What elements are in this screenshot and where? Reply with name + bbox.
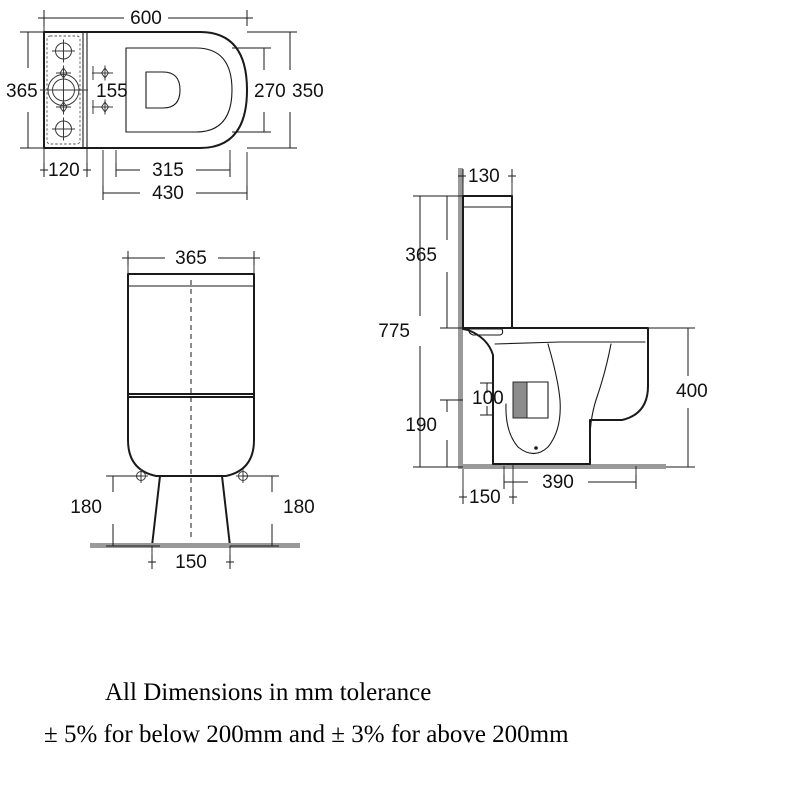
- dim-label-350: 350: [292, 81, 324, 102]
- side-view-fixing-dot: [534, 446, 538, 450]
- side-view-seat-rim-line: [494, 341, 646, 345]
- dim-label-430: 430: [152, 183, 184, 204]
- side-view-wall-line: [458, 168, 463, 468]
- dim-label-side-190: 190: [405, 415, 437, 436]
- side-view-outlet-opening: [512, 381, 528, 419]
- dim-label-side-150: 150: [469, 487, 501, 508]
- dim-label-315: 315: [152, 160, 184, 181]
- dim-side-100: 100: [472, 382, 504, 416]
- dim-label-600: 600: [130, 8, 162, 29]
- dim-side-130: 130: [458, 166, 516, 196]
- dim-label-365-top: 365: [6, 81, 38, 102]
- dim-label-side-400: 400: [676, 381, 708, 402]
- top-view-seat-rim: [125, 47, 233, 133]
- notes-block: All Dimensions in mm tolerance ± 5% for …: [44, 679, 569, 748]
- dim-front-180-left: 180: [70, 475, 160, 547]
- dim-front-150: 150: [148, 546, 234, 573]
- dim-label-270: 270: [254, 81, 286, 102]
- dim-label-side-390: 390: [542, 472, 574, 493]
- dim-top-430: 430: [102, 150, 248, 204]
- front-view-pan-body: [127, 393, 255, 477]
- dim-top-270: 270: [232, 47, 286, 133]
- dim-label-side-365: 365: [405, 245, 437, 266]
- dim-label-front-150: 150: [175, 552, 207, 573]
- note-line-2: ± 5% for below 200mm and ± 3% for above …: [44, 721, 569, 748]
- front-view-floor-line: [90, 543, 300, 548]
- side-view-floor-line: [458, 464, 666, 469]
- side-view-bowl-interior: [505, 343, 561, 455]
- dim-side-390: 390: [503, 466, 637, 493]
- side-view-cistern-body: [462, 195, 513, 329]
- dim-side-365: 365: [405, 195, 463, 329]
- front-view-group: 365 180 180: [70, 248, 314, 573]
- dim-side-400: 400: [648, 327, 708, 468]
- dim-top-315: 315: [115, 150, 231, 181]
- dim-front-180-right: 180: [230, 475, 315, 547]
- dim-label-120: 120: [48, 160, 80, 181]
- side-view-outlet-channel: [526, 381, 549, 419]
- dim-side-190: 190: [405, 399, 463, 468]
- top-view-pan-outline: [43, 31, 248, 149]
- dim-top-365: 365: [6, 31, 44, 149]
- top-view-flush-aperture: [145, 71, 181, 109]
- dim-top-600: 600: [38, 8, 253, 32]
- dim-label-front-180-right: 180: [283, 497, 315, 518]
- side-view-group: 130 365 775: [378, 166, 707, 508]
- dim-label-front-365: 365: [175, 248, 207, 269]
- dim-label-side-100: 100: [472, 388, 504, 409]
- dim-top-155: 155: [96, 81, 128, 102]
- dim-label-side-130: 130: [468, 166, 500, 187]
- dim-label-side-775: 775: [378, 321, 410, 342]
- dim-label-front-180-left: 180: [70, 497, 102, 518]
- dim-top-120: 120: [40, 148, 91, 181]
- side-view-bowl-interior-rear: [589, 343, 612, 441]
- dim-label-155: 155: [96, 81, 128, 102]
- dim-top-350: 350: [247, 31, 324, 149]
- note-line-1: All Dimensions in mm tolerance: [105, 679, 431, 706]
- dim-side-150: 150: [459, 464, 517, 508]
- side-view-pan-body: [462, 327, 649, 465]
- dim-front-365: 365: [122, 248, 260, 274]
- top-view-group: 600 365 155 120: [6, 8, 324, 204]
